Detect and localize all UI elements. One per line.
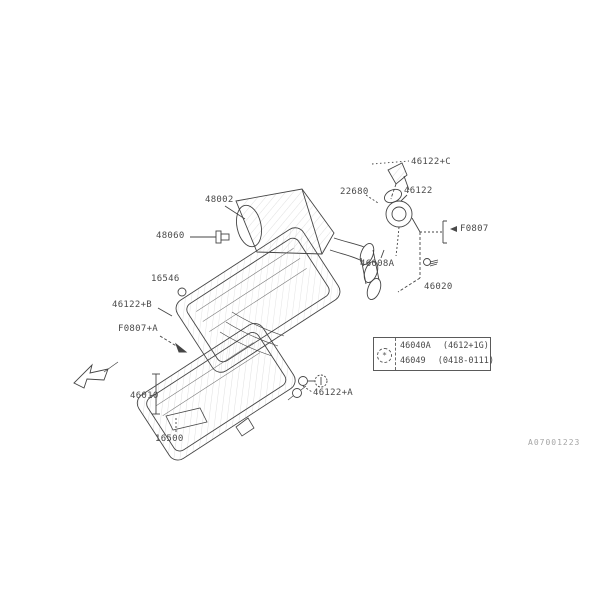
- bolt-icon: [423, 258, 439, 267]
- legend-part-number: 46049: [400, 356, 426, 366]
- screw-part: [190, 230, 230, 244]
- fastener-callout: [287, 374, 328, 401]
- connector-hose-part: [329, 237, 382, 300]
- leader-46122c: [371, 160, 410, 165]
- sensor-assembly-part: [384, 162, 447, 293]
- leader-46008a: [380, 249, 385, 259]
- fig-ref-arrow: [159, 335, 188, 353]
- leader-46122: [400, 194, 408, 202]
- fig-ref-right: F0807: [450, 224, 489, 234]
- left-arrow-icon: [450, 226, 457, 232]
- legend-date-range: (4612+1G): [442, 341, 489, 351]
- diagram-code-watermark: A07001223: [528, 438, 581, 447]
- part-label-16500: 16500: [155, 434, 184, 444]
- part-label-46010: 46010: [130, 391, 159, 401]
- bottom-case-part: [165, 407, 255, 437]
- part-label-16546: 16546: [151, 274, 180, 284]
- part-label-46122b: 46122+B: [112, 300, 153, 310]
- legend-part-number: 46040A: [400, 341, 431, 351]
- leader-46122b: [157, 307, 173, 317]
- legend-row: 46040A (4612+1G): [400, 341, 489, 351]
- part-label-46020: 46020: [424, 282, 453, 292]
- bracket-46010: [149, 373, 160, 415]
- legend-divider: [395, 338, 396, 370]
- legend-date-range: (0418-0111): [437, 356, 495, 366]
- leader-22680: [365, 194, 379, 204]
- part-label-46122: 46122: [404, 186, 433, 196]
- part-label-48002: 48002: [205, 195, 234, 205]
- front-view-arrow-icon: [73, 361, 119, 389]
- fig-ref-right-label: F0807: [460, 224, 489, 234]
- part-label-48060: 48060: [156, 231, 185, 241]
- legend-row: 46049 (0418-0111): [400, 356, 494, 366]
- part-label-46122a: 46122+A: [313, 388, 354, 398]
- part-label-46122c: 46122+C: [411, 157, 452, 167]
- part-label-46008a: 46008A: [360, 259, 395, 269]
- grommet-ring-part: [177, 287, 187, 297]
- fig-ref-left: F0807+A: [118, 324, 159, 334]
- part-label-22680: 22680: [340, 187, 369, 197]
- air-duct-part: [224, 188, 335, 255]
- housing-lower-part: [136, 322, 296, 461]
- legend-asterisk-icon: *: [377, 348, 392, 363]
- legend-table: * 46040A (4612+1G) 46049 (0418-0111): [373, 337, 494, 371]
